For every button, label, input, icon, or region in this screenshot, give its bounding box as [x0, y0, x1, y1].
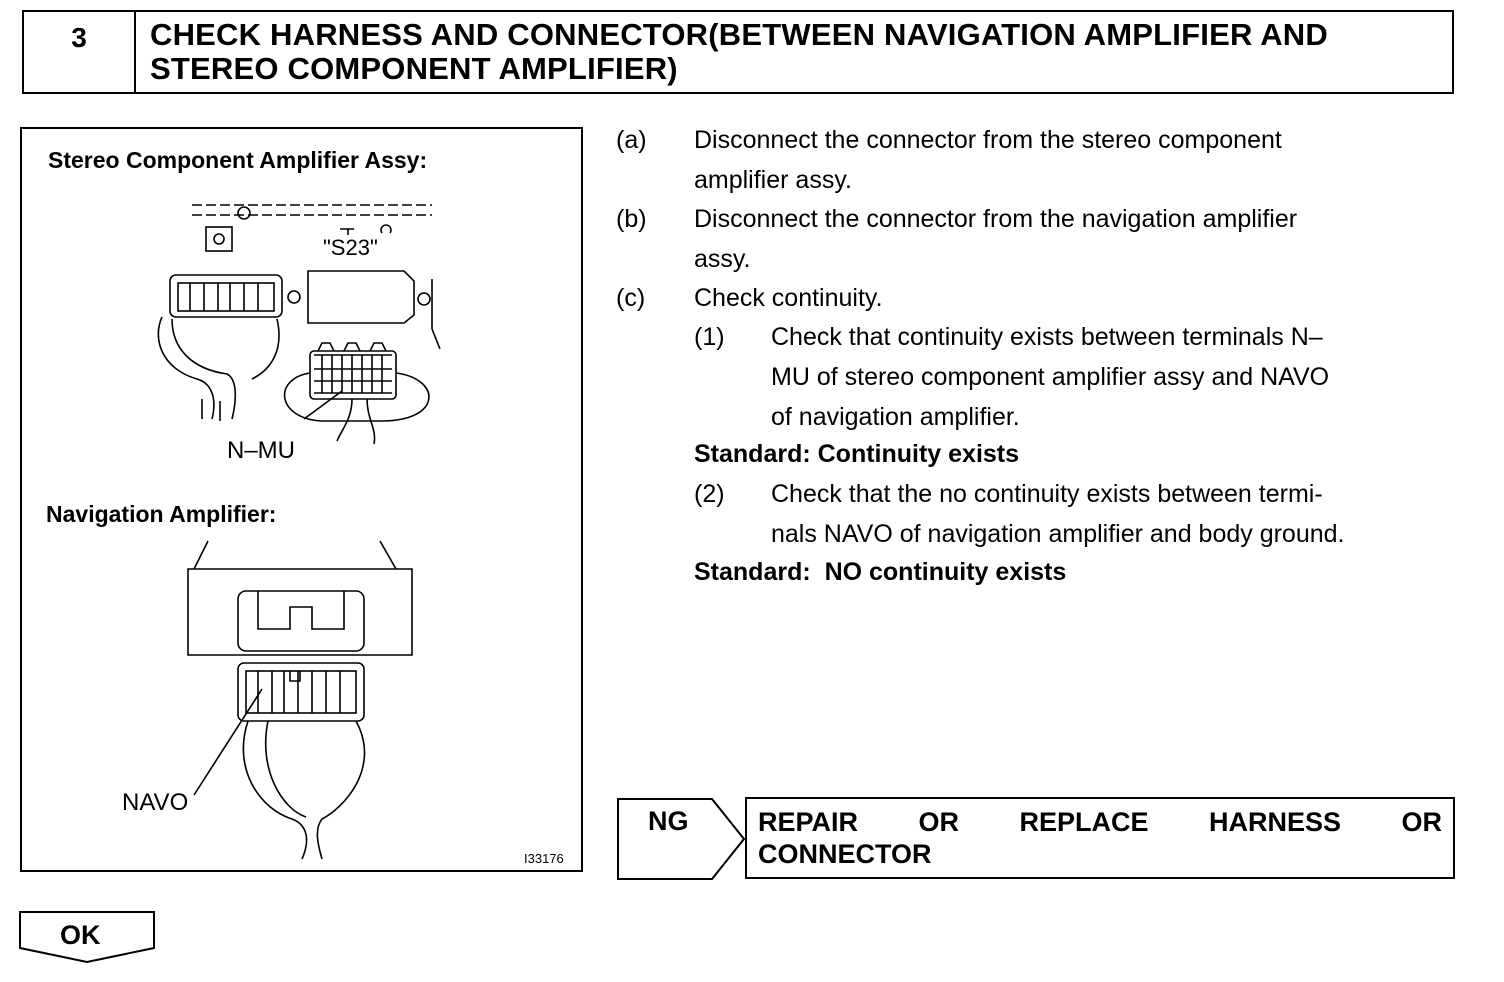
connector-illustration	[157, 204, 441, 860]
label-navigation-amplifier: Navigation Amplifier:	[46, 501, 277, 527]
substep-1-line-1: Check that continuity exists between ter…	[771, 323, 1323, 351]
ng-word: OR	[1401, 807, 1443, 837]
instruction-step-a: (a) Disconnect the connector from the st…	[616, 120, 1458, 200]
step-a-line-1: Disconnect the connector from the stereo…	[694, 126, 1282, 154]
step-title-line-2: STEREO COMPONENT AMPLIFIER)	[150, 51, 678, 86]
tab-mark	[340, 228, 354, 235]
ng-word: HARNESS	[1208, 807, 1342, 837]
navo-wire-harness	[242, 720, 366, 860]
ng-word: REPLACE	[1019, 807, 1149, 837]
stereo-connector-s23	[307, 270, 415, 324]
standard-1: Standard: Continuity exists	[694, 440, 1020, 468]
step-c-line-1: Check continuity.	[694, 284, 883, 312]
substep-1-line-3: of navigation amplifier.	[771, 403, 1020, 431]
nav-amp-outline	[193, 540, 397, 570]
callout-line-nmu	[303, 390, 343, 420]
substep-number: (1)	[694, 323, 725, 351]
screw-icon	[237, 206, 251, 220]
substep-1-line-2: MU of stereo component amplifier assy an…	[771, 363, 1330, 391]
ng-result-line-1: REPAIR OR REPLACE HARNESS OR	[758, 806, 1442, 838]
standard-2: Standard: NO continuity exists	[694, 558, 1067, 586]
ng-result-line-2: CONNECTOR	[758, 839, 932, 869]
step-letter: (b)	[616, 205, 647, 233]
nav-connector-housing	[237, 590, 365, 652]
substep-1: (1) Check that continuity exists between…	[694, 317, 1458, 437]
stereo-connector-left-face	[177, 282, 275, 312]
illustration-box: Stereo Component Amplifier Assy: "S23" N…	[20, 127, 583, 872]
connector-code-label: "S23"	[323, 235, 378, 260]
stereo-connector-left	[169, 274, 283, 318]
ng-arrow-shape	[617, 798, 746, 880]
screw-icon	[287, 290, 301, 304]
step-b-line-1: Disconnect the connector from the naviga…	[694, 205, 1298, 233]
chassis-edge-lines	[192, 204, 432, 216]
ng-label: NG	[648, 806, 689, 836]
figure-id: I33176	[524, 851, 564, 866]
callout-line-navo	[193, 688, 263, 796]
substep-2-line-2: nals NAVO of navigation amplifier and bo…	[771, 520, 1345, 548]
ng-word: OR	[918, 807, 960, 837]
bracket-icon	[205, 226, 233, 252]
nmu-connector	[309, 350, 397, 400]
ok-label: OK	[60, 920, 101, 950]
screw-icon	[417, 292, 431, 306]
step-number: 3	[24, 12, 136, 92]
navo-connector	[237, 662, 365, 722]
ok-arrow-shape	[19, 911, 155, 964]
step-letter: (c)	[616, 284, 646, 312]
navo-connector-face	[245, 670, 357, 714]
substep-number: (2)	[694, 480, 725, 508]
label-stereo-component-amplifier: Stereo Component Amplifier Assy:	[48, 147, 428, 173]
wire-loop	[283, 372, 430, 422]
instruction-step-b: (b) Disconnect the connector from the na…	[616, 199, 1458, 279]
screw-icon	[213, 233, 225, 245]
substep-2: (2) Check that the no continuity exists …	[694, 474, 1458, 554]
ng-result-text: REPAIR OR REPLACE HARNESS OR CONNECTOR	[758, 806, 1442, 870]
step-a-line-2: amplifier assy.	[694, 166, 852, 194]
step-title-line-1: CHECK HARNESS AND CONNECTOR(BETWEEN NAVI…	[150, 17, 1328, 52]
wire-harness	[157, 316, 280, 420]
instruction-step-c: (c) Check continuity.	[616, 278, 1458, 318]
ng-word: REPAIR	[758, 807, 859, 837]
ng-result-box	[745, 797, 1455, 879]
callout-nmu: N–MU	[227, 437, 296, 464]
callout-navo: NAVO	[122, 789, 189, 816]
step-b-line-2: assy.	[694, 245, 751, 273]
step-title: CHECK HARNESS AND CONNECTOR(BETWEEN NAVI…	[150, 18, 1440, 86]
clip-mark	[380, 224, 392, 234]
step-letter: (a)	[616, 126, 647, 154]
substep-2-line-1: Check that the no continuity exists betw…	[771, 480, 1323, 508]
step-header: 3 CHECK HARNESS AND CONNECTOR(BETWEEN NA…	[22, 10, 1454, 94]
